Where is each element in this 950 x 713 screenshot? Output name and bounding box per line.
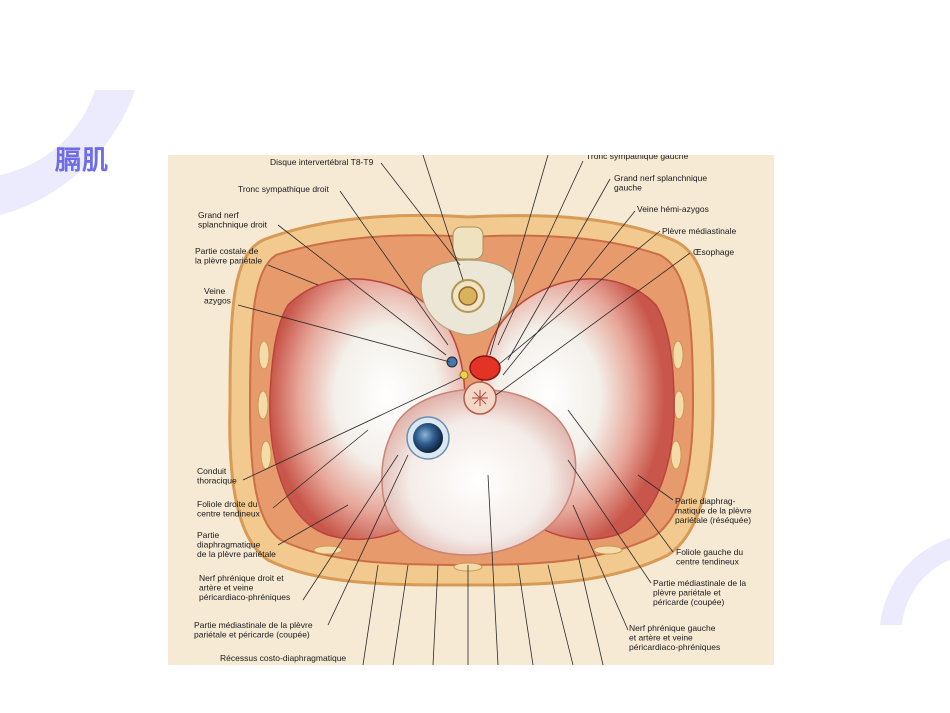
label-line: péricarde (coupée) <box>653 597 725 607</box>
esophagus <box>463 381 497 415</box>
label-oesophage: Œsophage <box>693 247 734 257</box>
label-line: Veine <box>204 286 226 296</box>
label-recessus: Récessus costo-diaphragmatique <box>220 653 346 663</box>
label-line: Partie médiastinale de la plèvre <box>194 620 313 630</box>
label-line: et artère et veine <box>629 633 693 643</box>
pointer-lines <box>237 155 691 665</box>
label-line: péricardiaco-phréniques <box>629 642 720 652</box>
label-veine-hemi: Veine hémi-azygos <box>637 204 709 214</box>
label-line: centre tendineux <box>197 509 261 519</box>
inferior-vena-cava <box>406 416 450 460</box>
label-line: Partie médiastinale de la <box>653 578 746 588</box>
label-line: thoracique <box>197 476 237 486</box>
label-line: pariétale (réséquée) <box>675 515 751 525</box>
aorta <box>469 355 501 381</box>
label-line: Partie costale de <box>195 246 259 256</box>
label-line: Disque intervertébral T8-T9 <box>270 157 374 167</box>
label-line: diaphragmatique <box>197 540 261 550</box>
label-line: centre tendineux <box>676 557 740 567</box>
label-line: plèvre pariétale et <box>653 588 721 598</box>
label-line: péricardiaco-phréniques <box>199 592 290 602</box>
vertebra <box>420 226 516 336</box>
label-line: Grand nerf splanchnique <box>614 173 707 183</box>
decor-arc-bottom-right <box>880 538 950 625</box>
label-line: Partie diaphrag- <box>675 496 736 506</box>
label-line: Nerf phrénique gauche <box>629 623 716 633</box>
label-tronc-droit: Tronc sympathique droit <box>238 184 330 194</box>
label-line: splanchnique droit <box>198 220 268 230</box>
azygos-vein <box>446 356 458 368</box>
label-line: Plèvre médiastinale <box>662 226 736 236</box>
label-line: Grand nerf <box>198 210 239 220</box>
label-disque: Disque intervertébral T8-T9 <box>270 157 374 167</box>
label-tronc-gauche: Tronc sympathique gauche <box>586 155 688 161</box>
label-line: Foliole gauche du <box>676 547 743 557</box>
label-line: la plèvre pariétale <box>195 256 262 266</box>
label-line: pariétale et péricarde (coupée) <box>194 630 310 640</box>
label-line: matique de la plèvre <box>675 506 752 516</box>
label-line: Veine hémi-azygos <box>637 204 709 214</box>
label-line: Partie <box>197 530 219 540</box>
label-line: Tronc sympathique gauche <box>586 155 688 161</box>
label-line: Foliole droite du <box>197 499 258 509</box>
label-line: artère et veine <box>199 583 254 593</box>
label-line: azygos <box>204 296 231 306</box>
label-plevre-mediastinale: Plèvre médiastinale <box>662 226 736 236</box>
slide-title: 膈肌 <box>55 146 110 176</box>
label-line: Œsophage <box>693 247 734 257</box>
decor-arc-top-left <box>0 90 135 215</box>
label-line: Tronc sympathique droit <box>238 184 330 194</box>
label-line: gauche <box>614 183 642 193</box>
label-line: Récessus costo-diaphragmatique <box>220 653 346 663</box>
label-line: Conduit <box>197 466 227 476</box>
ribs <box>257 340 685 572</box>
label-line: de la plèvre pariétale <box>197 549 276 559</box>
label-line: Nerf phrénique droit et <box>199 573 284 583</box>
